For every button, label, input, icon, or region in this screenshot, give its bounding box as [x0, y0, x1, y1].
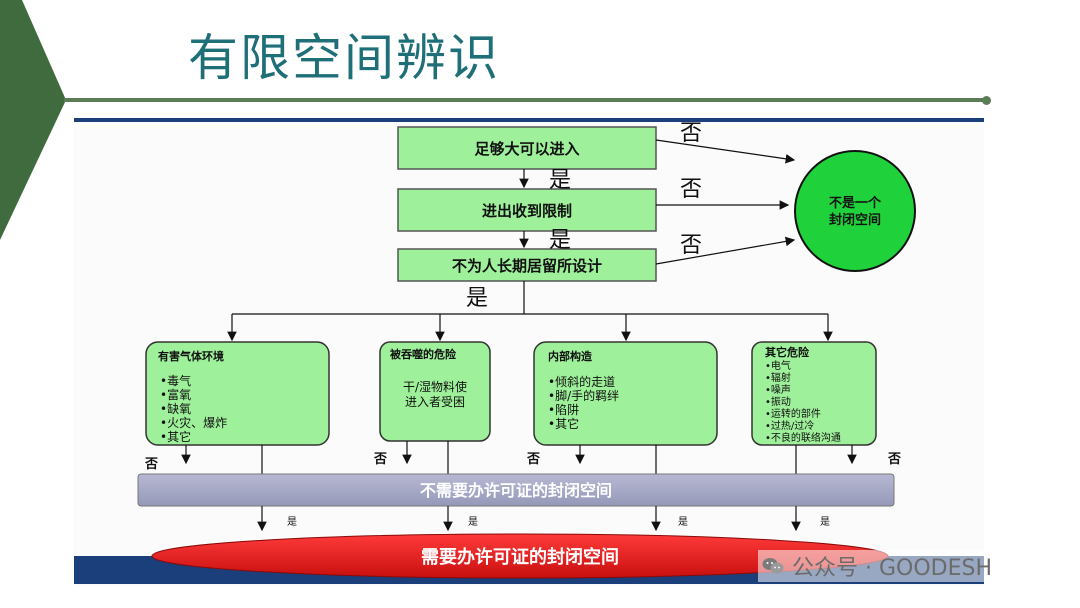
hazard-box-gas: 有害气体环境 •毒气 •富氧 •缺氧 •火灾、爆炸 •其它: [145, 341, 330, 446]
hazard-no-label-3: 否: [526, 452, 540, 467]
decision-box-3: 不为人长期居留所设计: [397, 248, 657, 282]
hazard-1-heading: 有害气体环境: [158, 349, 224, 363]
no-label-1: 否: [680, 121, 702, 146]
hazard-4-line-4: •振动: [765, 395, 791, 408]
decision-box-1: 足够大可以进入: [397, 126, 657, 170]
permit-ellipse: 需要办许可证的封闭空间: [151, 533, 889, 579]
decision-3-label: 不为人长期居留所设计: [452, 257, 602, 275]
hazard-1-line-4: •火灾、爆炸: [160, 415, 227, 430]
hazard-1-line-2: •富氧: [160, 387, 191, 402]
decision-2-label: 进出收到限制: [482, 202, 572, 220]
title-rule-dot: [982, 96, 991, 105]
page-title: 有限空间辨识: [188, 29, 500, 87]
hazard-2-line-2: 进入者受困: [405, 395, 465, 409]
hazard-4-line-3: •噪声: [765, 383, 791, 396]
hazard-3-line-2: •脚/手的羁绊: [548, 388, 619, 403]
hazard-1-line-3: •缺氧: [160, 401, 191, 416]
hazard-3-line-1: •倾斜的走道: [548, 374, 615, 389]
yes-label-3: 是: [466, 286, 488, 311]
no-label-3: 否: [680, 233, 702, 258]
hazard-1-line-1: •毒气: [160, 373, 191, 388]
hazard-box-structure: 内部构造 •倾斜的走道 •脚/手的羁绊 •陷阱 •其它: [533, 341, 718, 446]
permit-yes-label-3: 是: [678, 516, 688, 528]
decision-1-label: 足够大可以进入: [474, 140, 579, 158]
yes-label-1: 是: [549, 168, 571, 193]
hazard-4-line-7: •不良的联络沟通: [765, 431, 841, 444]
no-label-2: 否: [680, 177, 702, 202]
hazard-box-engulfment: 被吞噬的危险 干/湿物料使 进入者受困: [379, 341, 491, 442]
not-confined-circle: 不是一个 封闭空间: [794, 150, 916, 272]
yes-label-2: 是: [549, 228, 571, 253]
permit-yes-label-1: 是: [287, 516, 297, 528]
hazard-3-line-4: •其它: [548, 416, 579, 431]
hazard-4-line-1: •电气: [765, 359, 791, 372]
not-confined-line2: 封闭空间: [829, 212, 881, 228]
no-arrow-3: [655, 236, 796, 265]
hazard-no-label-1: 否: [144, 457, 158, 472]
hazard-3-line-3: •陷阱: [548, 402, 579, 417]
hazard-no-label-4: 否: [887, 452, 901, 467]
watermark-text: 公众号 · GOODESH: [792, 556, 993, 581]
not-confined-line1: 不是一个: [829, 195, 882, 211]
hazard-2-heading: 被吞噬的危险: [390, 347, 457, 361]
hazard-box-other: 其它危险 •电气 •辐射 •噪声 •振动 •运转的部件 •过热/过冷 •不良的联…: [751, 341, 877, 446]
hazard-4-line-2: •辐射: [765, 371, 791, 384]
hazard-4-line-5: •运转的部件: [765, 407, 821, 420]
hazard-1-line-5: •其它: [160, 429, 191, 444]
no-arrow-1: [655, 139, 796, 164]
hazard-2-line-1: 干/湿物料使: [403, 379, 467, 394]
hazard-4-line-6: •过热/过冷: [765, 419, 814, 432]
no-permit-bar: 不需要办许可证的封闭空间: [137, 473, 895, 507]
hazard-no-label-2: 否: [373, 452, 387, 467]
left-chevron-decoration: [0, 0, 66, 240]
decision-box-2: 进出收到限制: [397, 188, 657, 232]
permit-yes-label-4: 是: [820, 516, 830, 528]
permit-label: 需要办许可证的封闭空间: [421, 546, 619, 568]
title-rule: [64, 98, 988, 102]
watermark: 公众号 · GOODESH: [758, 550, 997, 582]
hazard-4-heading: 其它危险: [765, 345, 810, 359]
wechat-icon: [762, 558, 784, 574]
no-permit-label: 不需要办许可证的封闭空间: [420, 481, 612, 500]
permit-yes-label-2: 是: [468, 516, 478, 528]
flowchart-top-rule: [74, 118, 984, 122]
hazard-3-heading: 内部构造: [548, 349, 593, 363]
